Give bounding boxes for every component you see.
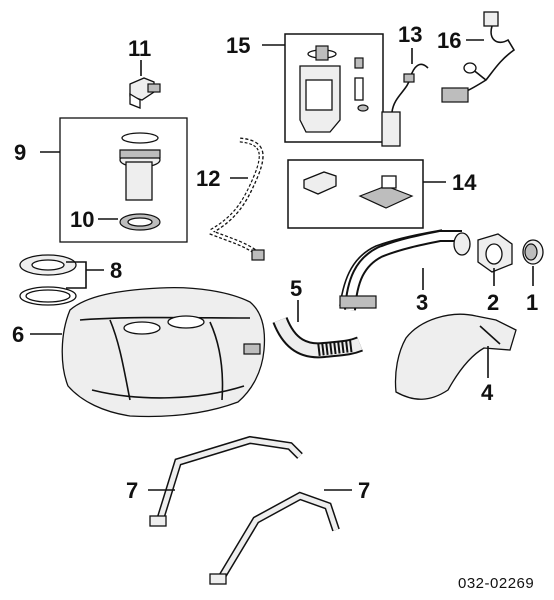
box-9 xyxy=(59,117,188,243)
part-6-fuel-tank xyxy=(61,286,266,418)
part-5-filler-hose xyxy=(272,316,363,359)
label-10: 10 xyxy=(70,207,94,232)
part-4-shield xyxy=(394,313,517,400)
part-13-pump-motor xyxy=(381,63,429,147)
box-15 xyxy=(284,33,384,143)
part-10-gasket xyxy=(119,213,161,231)
diagram-code: 032-02269 xyxy=(458,575,534,592)
part-16-harness xyxy=(441,11,516,103)
label-15: 15 xyxy=(226,33,250,58)
part-7-strap-a xyxy=(149,435,303,527)
label-1: 1 xyxy=(526,290,538,315)
label-14: 14 xyxy=(452,170,477,195)
box-14 xyxy=(287,159,424,229)
part-14-components xyxy=(303,171,414,209)
label-6: 6 xyxy=(12,322,24,347)
label-16: 16 xyxy=(437,28,461,53)
part-1-fuel-cap xyxy=(522,239,544,265)
part-9-level-sender xyxy=(119,132,161,201)
part-15-fuel-pump xyxy=(299,45,369,133)
label-4: 4 xyxy=(481,380,494,405)
label-8: 8 xyxy=(110,258,122,283)
label-13: 13 xyxy=(398,22,422,47)
label-11: 11 xyxy=(128,36,151,61)
part-3-filler-pipe xyxy=(339,229,471,311)
label-3: 3 xyxy=(416,290,428,315)
label-2: 2 xyxy=(487,290,499,315)
part-2-neck xyxy=(477,233,513,273)
label-7-right: 7 xyxy=(358,478,370,503)
label-12: 12 xyxy=(196,166,220,191)
part-12-vapor-hose xyxy=(204,137,265,261)
part-11-valve xyxy=(129,77,161,109)
part-7-strap-b xyxy=(209,491,340,585)
label-5: 5 xyxy=(290,276,302,301)
part-8-gaskets xyxy=(19,254,77,306)
label-9: 9 xyxy=(14,140,26,165)
label-7-left: 7 xyxy=(126,478,138,503)
